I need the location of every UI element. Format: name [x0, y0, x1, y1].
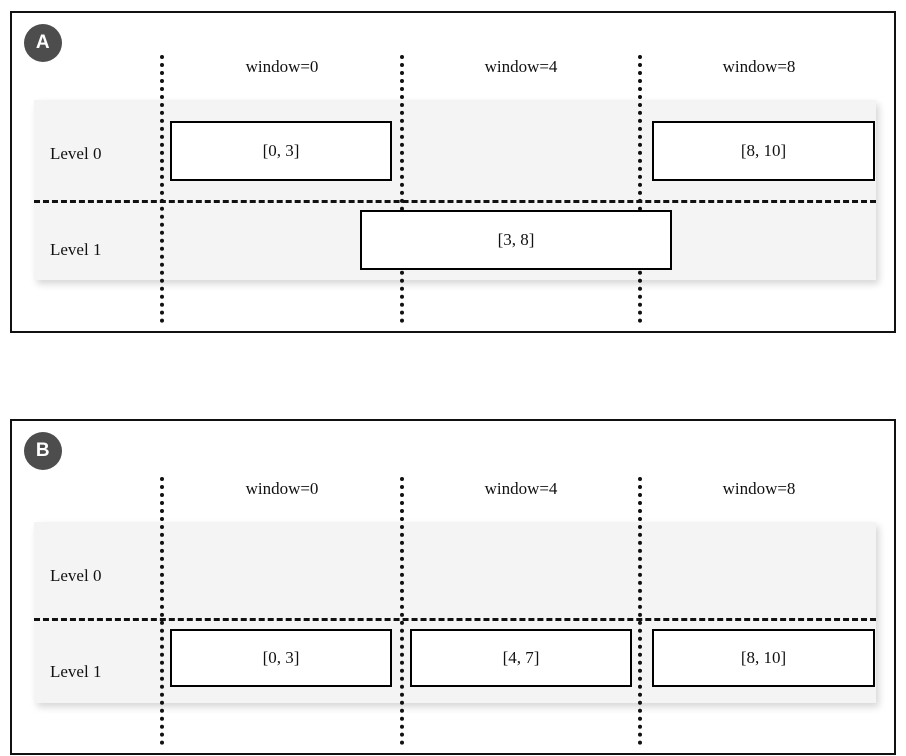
- panel-a-window-header-4: window=4: [484, 57, 558, 76]
- transition-region: Strict window compaction, window = 4: [0, 340, 906, 747]
- panel-b-interval-box-4-7[interactable]: [4, 7]: [410, 629, 632, 687]
- panel-b-window-line-4: [400, 477, 404, 745]
- panel-b-level-divider: [34, 618, 876, 621]
- panel-b: B window=0 window=4 window=8 Level 0 Lev…: [10, 419, 896, 755]
- panel-a-window-header-8: window=8: [722, 57, 796, 76]
- panel-b-window-header-8: window=8: [722, 479, 796, 498]
- panel-a-interval-box-3-8[interactable]: [3, 8]: [360, 210, 672, 270]
- panel-a-interval-box-0-3[interactable]: [0, 3]: [170, 121, 392, 181]
- panel-a-window-header-0: window=0: [245, 57, 319, 76]
- panel-a-window-line-8: [638, 55, 642, 323]
- panel-b-level-label-0: Level 0: [50, 566, 102, 585]
- panel-a-interval-box-8-10[interactable]: [8, 10]: [652, 121, 875, 181]
- panel-a-badge: A: [24, 24, 62, 62]
- panel-b-interval-box-8-10[interactable]: [8, 10]: [652, 629, 875, 687]
- panel-b-window-line-0: [160, 477, 164, 745]
- panel-b-window-header-0: window=0: [245, 479, 319, 498]
- panel-b-badge: B: [24, 432, 62, 470]
- panel-a-window-line-0: [160, 55, 164, 323]
- panel-a-window-line-4: [400, 55, 404, 323]
- panel-a-level-label-0: Level 0: [50, 144, 102, 163]
- panel-b-window-line-8: [638, 477, 642, 745]
- panel-a: A window=0 window=4 window=8 Level 0 Lev…: [10, 11, 896, 333]
- panel-a-level-divider: [34, 200, 876, 203]
- panel-b-window-header-4: window=4: [484, 479, 558, 498]
- panel-b-level-label-1: Level 1: [50, 662, 102, 681]
- panel-a-level-label-1: Level 1: [50, 240, 102, 259]
- panel-b-interval-box-0-3[interactable]: [0, 3]: [170, 629, 392, 687]
